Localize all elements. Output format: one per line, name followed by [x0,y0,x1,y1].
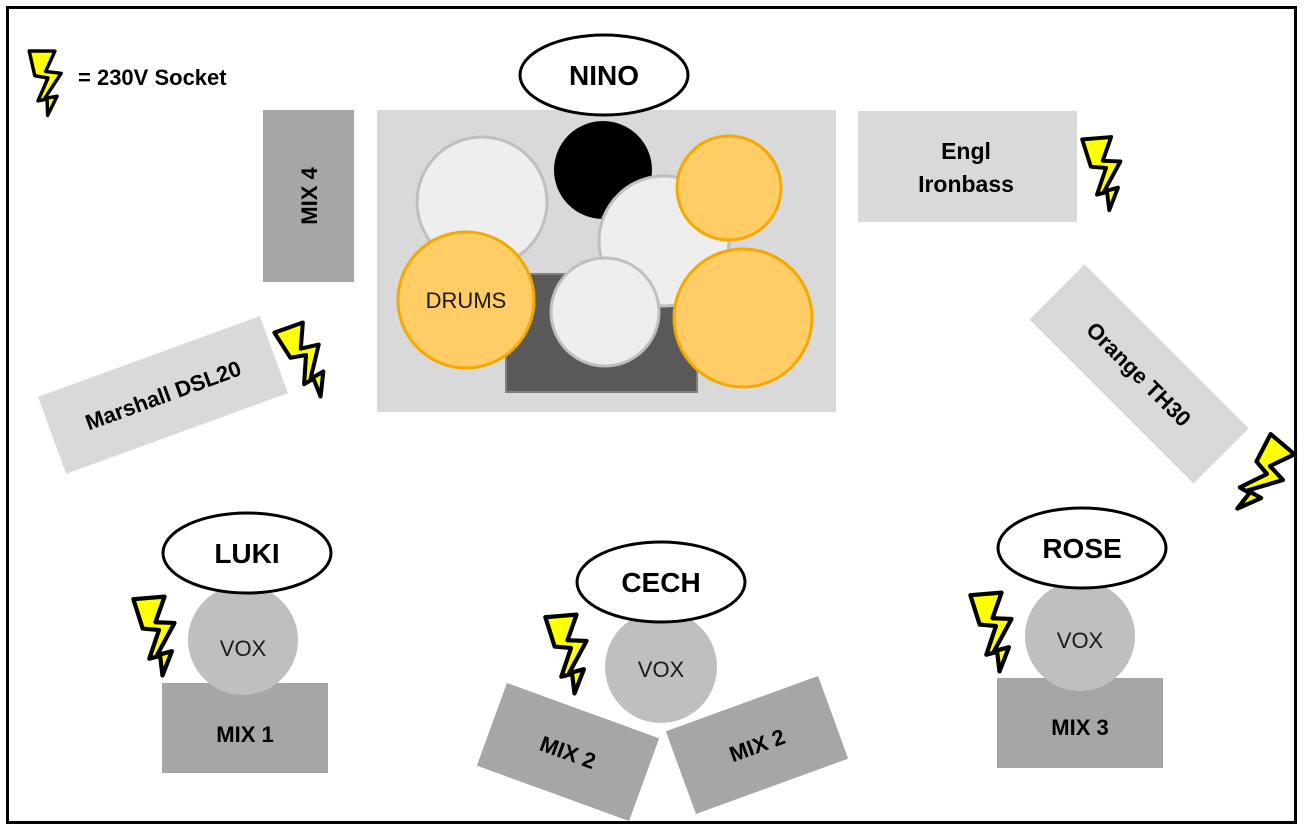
socket-icon-orange [1230,434,1300,521]
vox-rose [1025,581,1135,691]
monitor-mix4-box [263,110,354,282]
socket-legend-icon [27,44,70,119]
legend-text: = 230V Socket [78,65,227,90]
tom-high [675,134,783,242]
position-cech: VOX MIX 2 MIX 2 CECH [476,540,849,822]
vox-cech [605,611,717,723]
socket-icon-rose [970,586,1023,673]
monitor-mix1-label: MIX 1 [216,722,273,747]
monitor-mix2-left-box [476,682,660,822]
amp-engl-line2: Ironbass [918,171,1014,197]
monitor-mix2-right: MIX 2 [665,675,849,815]
socket-icon-luki [133,590,186,677]
musician-nino: NINO [518,33,690,117]
musician-cech-name: CECH [621,567,700,598]
musician-nino-name: NINO [569,60,639,91]
monitor-mix2-right-box [665,675,849,815]
amp-marshall-box [38,316,288,474]
vox-luki [188,585,298,695]
vox-cech-label: VOX [638,657,685,682]
amp-engl-line1: Engl [941,138,991,164]
position-rose: VOX MIX 3 ROSE [996,506,1168,768]
musician-nino-oval [518,33,690,117]
position-luki: VOX MIX 1 LUKI [161,511,333,773]
amp-orange: Orange TH30 [1029,264,1249,484]
monitor-mix2-left: MIX 2 [476,682,660,822]
monitor-mix4-label: MIX 4 [297,167,322,225]
musician-rose-oval [996,506,1168,590]
musician-cech-oval [575,540,747,624]
drum-kit: DRUMS [377,110,836,412]
amp-engl: Engl Ironbass [858,111,1077,222]
amp-engl-box [858,111,1077,222]
legend: = 230V Socket [27,44,227,119]
vox-luki-label: VOX [220,636,267,661]
amp-orange-box [1029,264,1249,484]
floor-tom [672,247,814,389]
vox-rose-label: VOX [1057,628,1104,653]
musician-luki-name: LUKI [214,538,279,569]
monitor-mix3-label: MIX 3 [1051,715,1108,740]
musician-rose-name: ROSE [1042,533,1121,564]
musician-luki-oval [161,511,333,595]
monitor-mix4: MIX 4 [263,110,354,282]
socket-icon-cech [545,608,598,695]
monitor-mix3-box [997,678,1163,768]
monitor-mix1-box [162,683,328,773]
kick-drum [396,230,536,370]
drums-label: DRUMS [426,288,507,313]
snare [549,256,661,368]
amp-marshall: Marshall DSL20 [38,316,288,474]
socket-icon-engl [1080,129,1134,215]
